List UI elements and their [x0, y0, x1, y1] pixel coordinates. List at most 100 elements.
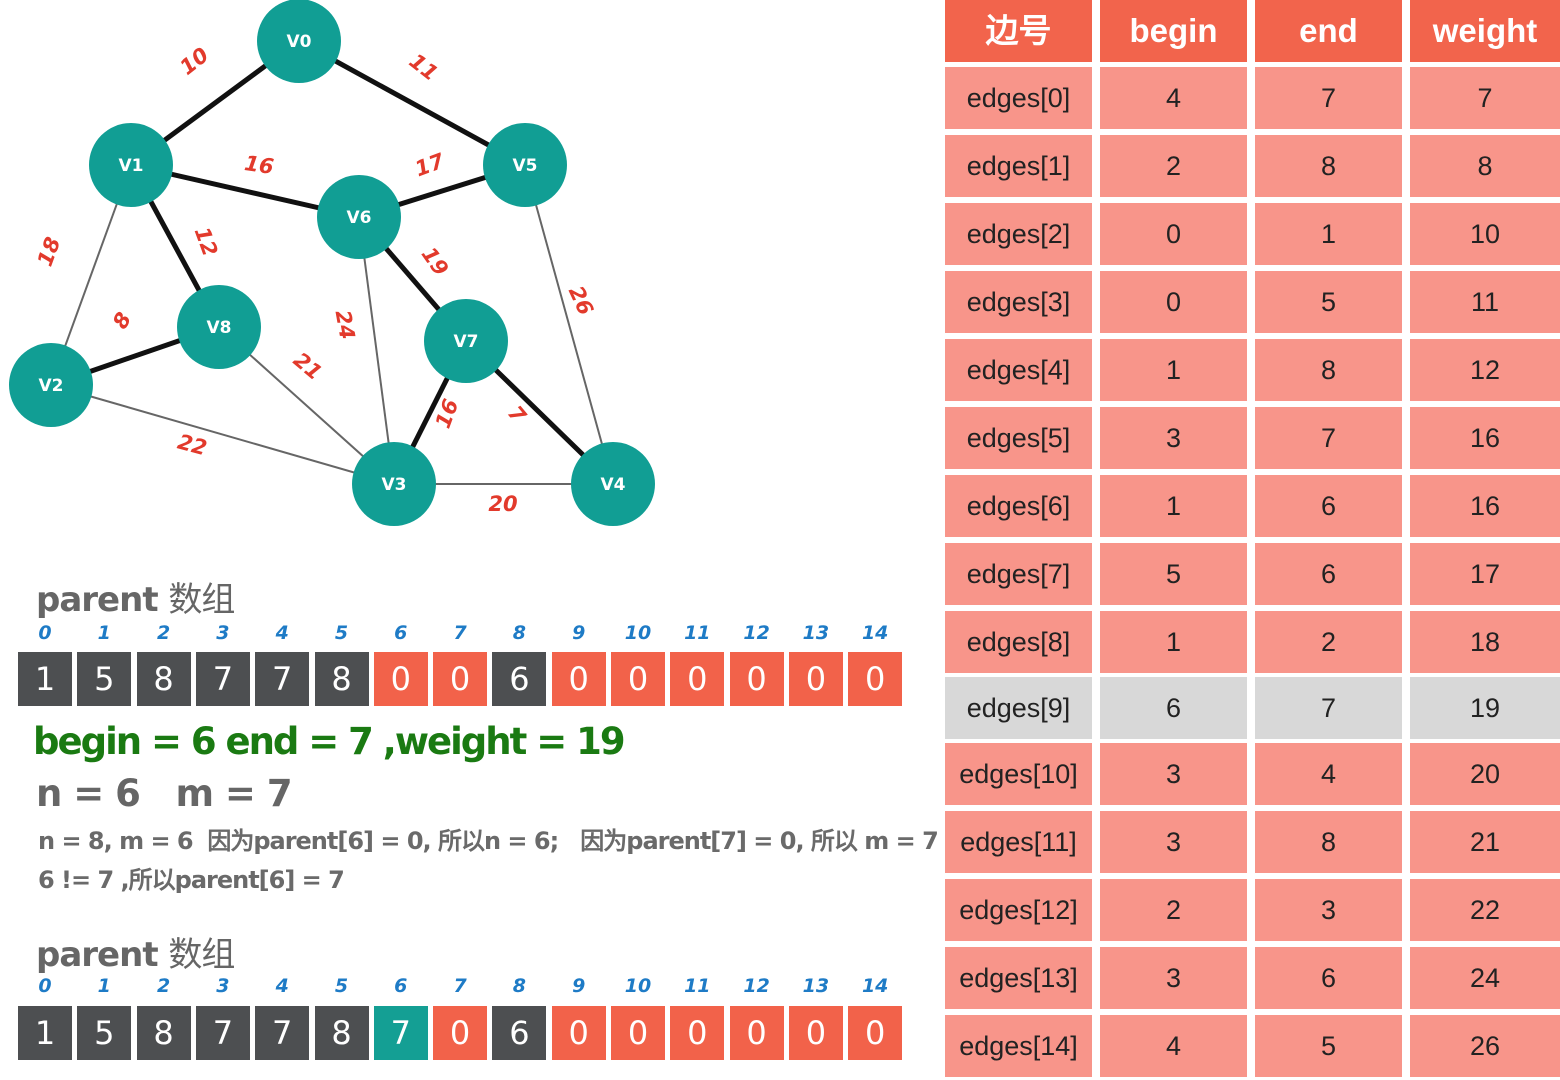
table-cell: edges[1] — [945, 135, 1092, 197]
table-cell: edges[9] — [945, 677, 1092, 739]
array1-index: 13 — [802, 622, 830, 644]
node-label: V7 — [454, 332, 479, 352]
table-cell: edges[7] — [945, 543, 1092, 605]
table-cell: 5 — [1100, 543, 1247, 605]
array2-cell: 5 — [77, 1006, 132, 1060]
table-cell: 3 — [1100, 811, 1247, 873]
array1-cell: 8 — [136, 652, 191, 706]
table-cell: 0 — [1100, 271, 1247, 333]
array1-cell: 8 — [314, 652, 369, 706]
array1-cell: 0 — [788, 652, 843, 706]
array1-index: 2 — [156, 622, 171, 644]
array2-cell: 0 — [611, 1006, 665, 1060]
array2-index: 2 — [156, 975, 171, 997]
array2-index: 1 — [97, 975, 111, 997]
array1-index: 8 — [512, 622, 526, 644]
table-cell: 1 — [1100, 475, 1247, 537]
node-v6 — [317, 175, 401, 259]
node-v0 — [257, 0, 341, 83]
array1-index: 1 — [97, 622, 111, 644]
array1-index: 0 — [38, 622, 52, 644]
edge-weight-label: 26 — [564, 282, 598, 319]
table-cell: 4 — [1100, 1015, 1247, 1077]
edge-weight-label: 20 — [488, 492, 517, 516]
array1-cell: 0 — [848, 652, 903, 706]
node-label: V5 — [513, 156, 538, 176]
table-cell: edges[4] — [945, 339, 1092, 401]
table-cell: 7 — [1255, 407, 1402, 469]
table-cell: 0 — [1100, 203, 1247, 265]
table-cell: 1 — [1100, 611, 1247, 673]
table-cell: 6 — [1255, 543, 1402, 605]
table-cell: 1 — [1255, 203, 1402, 265]
table-cell: edges[3] — [945, 271, 1092, 333]
table-cell: 7 — [1255, 67, 1402, 129]
node-label: V4 — [601, 475, 626, 495]
array2-index: 0 — [38, 975, 52, 997]
node-label: V3 — [382, 475, 407, 495]
table-cell: 7 — [1255, 677, 1402, 739]
array2-cell: 7 — [255, 1006, 310, 1060]
table-cell: edges[2] — [945, 203, 1092, 265]
table-header-cell: end — [1255, 0, 1402, 62]
array2-cell: 0 — [551, 1006, 606, 1060]
array1-cell: 7 — [255, 652, 310, 706]
array1-index: 5 — [334, 622, 349, 644]
edge-weight-label: 21 — [289, 348, 327, 385]
table-cell: 6 — [1255, 475, 1402, 537]
table-header-cell: 边号 — [945, 0, 1092, 62]
table-cell: 8 — [1410, 135, 1560, 197]
node-label: V0 — [287, 32, 312, 52]
array2-cell: 0 — [848, 1006, 903, 1060]
edge-weight-label: 12 — [190, 224, 223, 260]
array1-cell: 0 — [551, 652, 606, 706]
table-cell: 5 — [1255, 1015, 1402, 1077]
table-cell: 4 — [1100, 67, 1247, 129]
array1-index: 3 — [216, 622, 230, 644]
table-cell: 1 — [1100, 339, 1247, 401]
array1-cell: 0 — [729, 652, 784, 706]
table-cell: edges[14] — [945, 1015, 1092, 1077]
node-label: V6 — [347, 208, 372, 228]
edge-weight-label: 22 — [175, 430, 209, 461]
array2-cell: 1 — [18, 1006, 72, 1060]
array2-index: 5 — [334, 975, 349, 997]
array1-index: 6 — [394, 622, 408, 644]
array2-cell: 0 — [729, 1006, 784, 1060]
array2-index: 9 — [572, 975, 586, 997]
edge-v6-v3 — [358, 216, 395, 485]
table-cell: 7 — [1410, 67, 1560, 129]
table-cell: edges[8] — [945, 611, 1092, 673]
edge-v0-v5 — [297, 38, 527, 168]
array1-cell: 0 — [433, 652, 488, 706]
array1-index: 10 — [624, 622, 652, 644]
array1-index: 4 — [275, 622, 289, 644]
table-cell: 3 — [1255, 879, 1402, 941]
array1-index: 14 — [861, 622, 889, 644]
array1-cell: 0 — [373, 652, 428, 706]
edge-weight-label: 16 — [243, 151, 275, 179]
array1-index: 11 — [684, 622, 711, 644]
table-cell: 20 — [1410, 743, 1560, 805]
node-label: V1 — [119, 156, 144, 176]
node-label: V8 — [207, 318, 232, 338]
table-cell: 3 — [1100, 407, 1247, 469]
edge-weight-label: 7 — [503, 401, 531, 428]
edge-weight-label: 17 — [412, 149, 448, 182]
node-v1 — [89, 123, 173, 207]
table-cell: 8 — [1255, 811, 1402, 873]
edge-weight-label: 11 — [405, 49, 443, 86]
edge-weight-label: 10 — [175, 43, 213, 80]
table-cell: 22 — [1410, 879, 1560, 941]
array2-index: 7 — [453, 975, 467, 997]
table-cell: 2 — [1100, 135, 1247, 197]
array1-cell: 7 — [195, 652, 250, 706]
table-cell: 21 — [1410, 811, 1560, 873]
array2-cell: 6 — [492, 1006, 547, 1060]
table-cell: 4 — [1255, 743, 1402, 805]
edge-v2-v3 — [50, 384, 395, 485]
table-cell: 17 — [1410, 543, 1560, 605]
array2-index: 11 — [684, 975, 711, 997]
node-v4 — [571, 442, 655, 526]
